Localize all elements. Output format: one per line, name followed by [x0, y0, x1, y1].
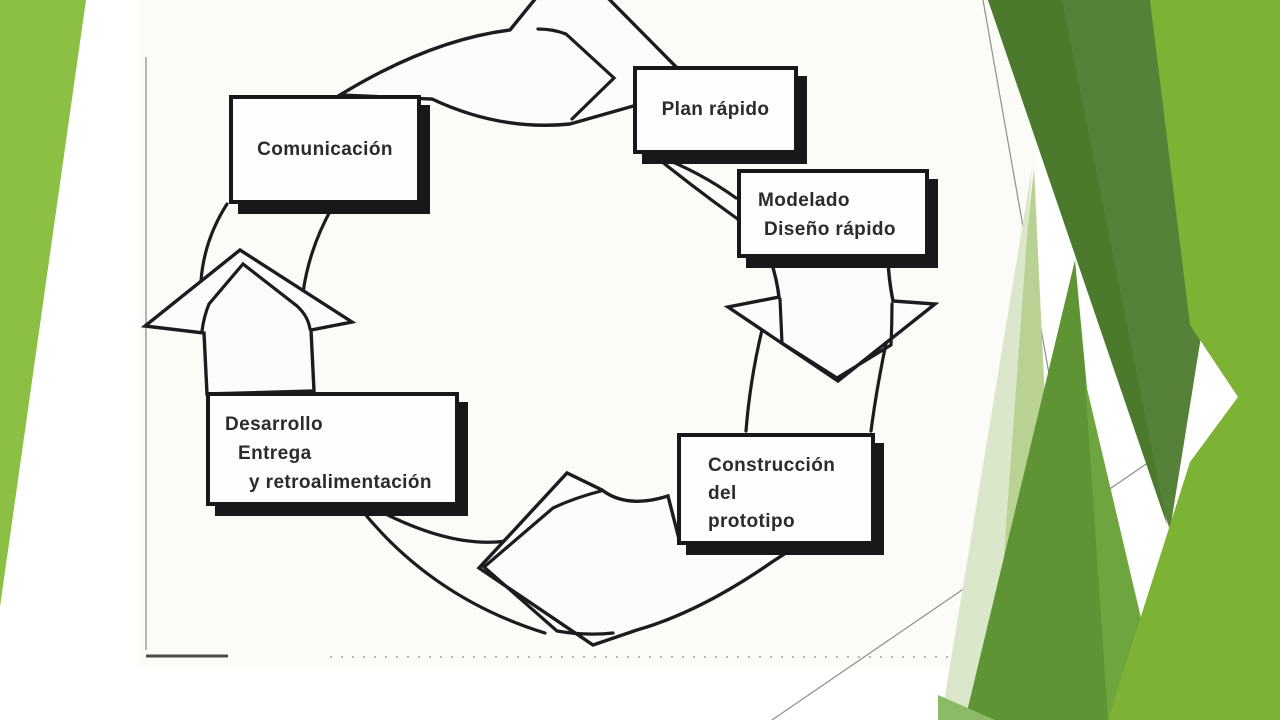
node-construccion-line1: Construcción [708, 455, 836, 476]
facet-triangle-corner [938, 695, 995, 720]
cycle-arrow-top [334, 0, 701, 127]
node-modelado-line1: Modelado [758, 190, 850, 211]
facet-triangle-bright-bottom [1108, 340, 1280, 720]
node-plan-rapido-label: Plan rápido [661, 99, 770, 120]
facet-triangle-dark-alt [988, 0, 1167, 525]
cycle-arrow-right [723, 259, 940, 384]
cycle-arc-desarrollo-to-leftarrow-inner [370, 505, 508, 544]
node-construccion: Construcción del prototipo [677, 433, 875, 545]
node-construccion-line3: prototipo [708, 511, 795, 532]
cycle-arc-comunicacion-to-uparrow-inner [301, 204, 335, 295]
cycle-arrow-bottom [476, 470, 798, 647]
left-green-wedge [0, 0, 86, 607]
cycle-arc-plan-to-modelado [656, 154, 738, 200]
cycle-arc-comunicacion-to-uparrow-outer [199, 202, 229, 283]
facet-triangle-lightest [941, 168, 1032, 720]
facet-triangle-bright-top [1150, 0, 1280, 460]
cycle-arc-desarrollo-to-leftarrow-outer [358, 506, 547, 635]
cycle-arrow-left [140, 247, 357, 396]
node-modelado: Modelado Diseño rápido [737, 169, 929, 258]
node-desarrollo: Desarrollo Entrega y retroalimentación [206, 392, 459, 506]
facet-triangle-medium [965, 260, 1118, 720]
cycle-arrow-top-notch [536, 27, 617, 121]
cycle-arc-plan-to-modelado-inner [643, 146, 741, 222]
node-modelado-line2: Diseño rápido [764, 219, 896, 240]
cycle-arrow-bottom-notch [481, 489, 615, 636]
node-construccion-line2: del [708, 483, 737, 504]
cycle-arc-downarrow-to-construccion-left [744, 328, 764, 433]
cycle-arrow-left-notch [200, 261, 312, 333]
node-plan-rapido: Plan rápido [633, 66, 798, 154]
node-comunicacion: Comunicación [229, 95, 421, 204]
node-desarrollo-line3: y retroalimentación [249, 472, 432, 493]
node-comunicacion-label: Comunicación [257, 138, 393, 160]
node-desarrollo-line1: Desarrollo [225, 414, 323, 435]
cycle-arrow-right-notch [778, 297, 894, 380]
node-desarrollo-line2: Entrega [238, 443, 312, 464]
